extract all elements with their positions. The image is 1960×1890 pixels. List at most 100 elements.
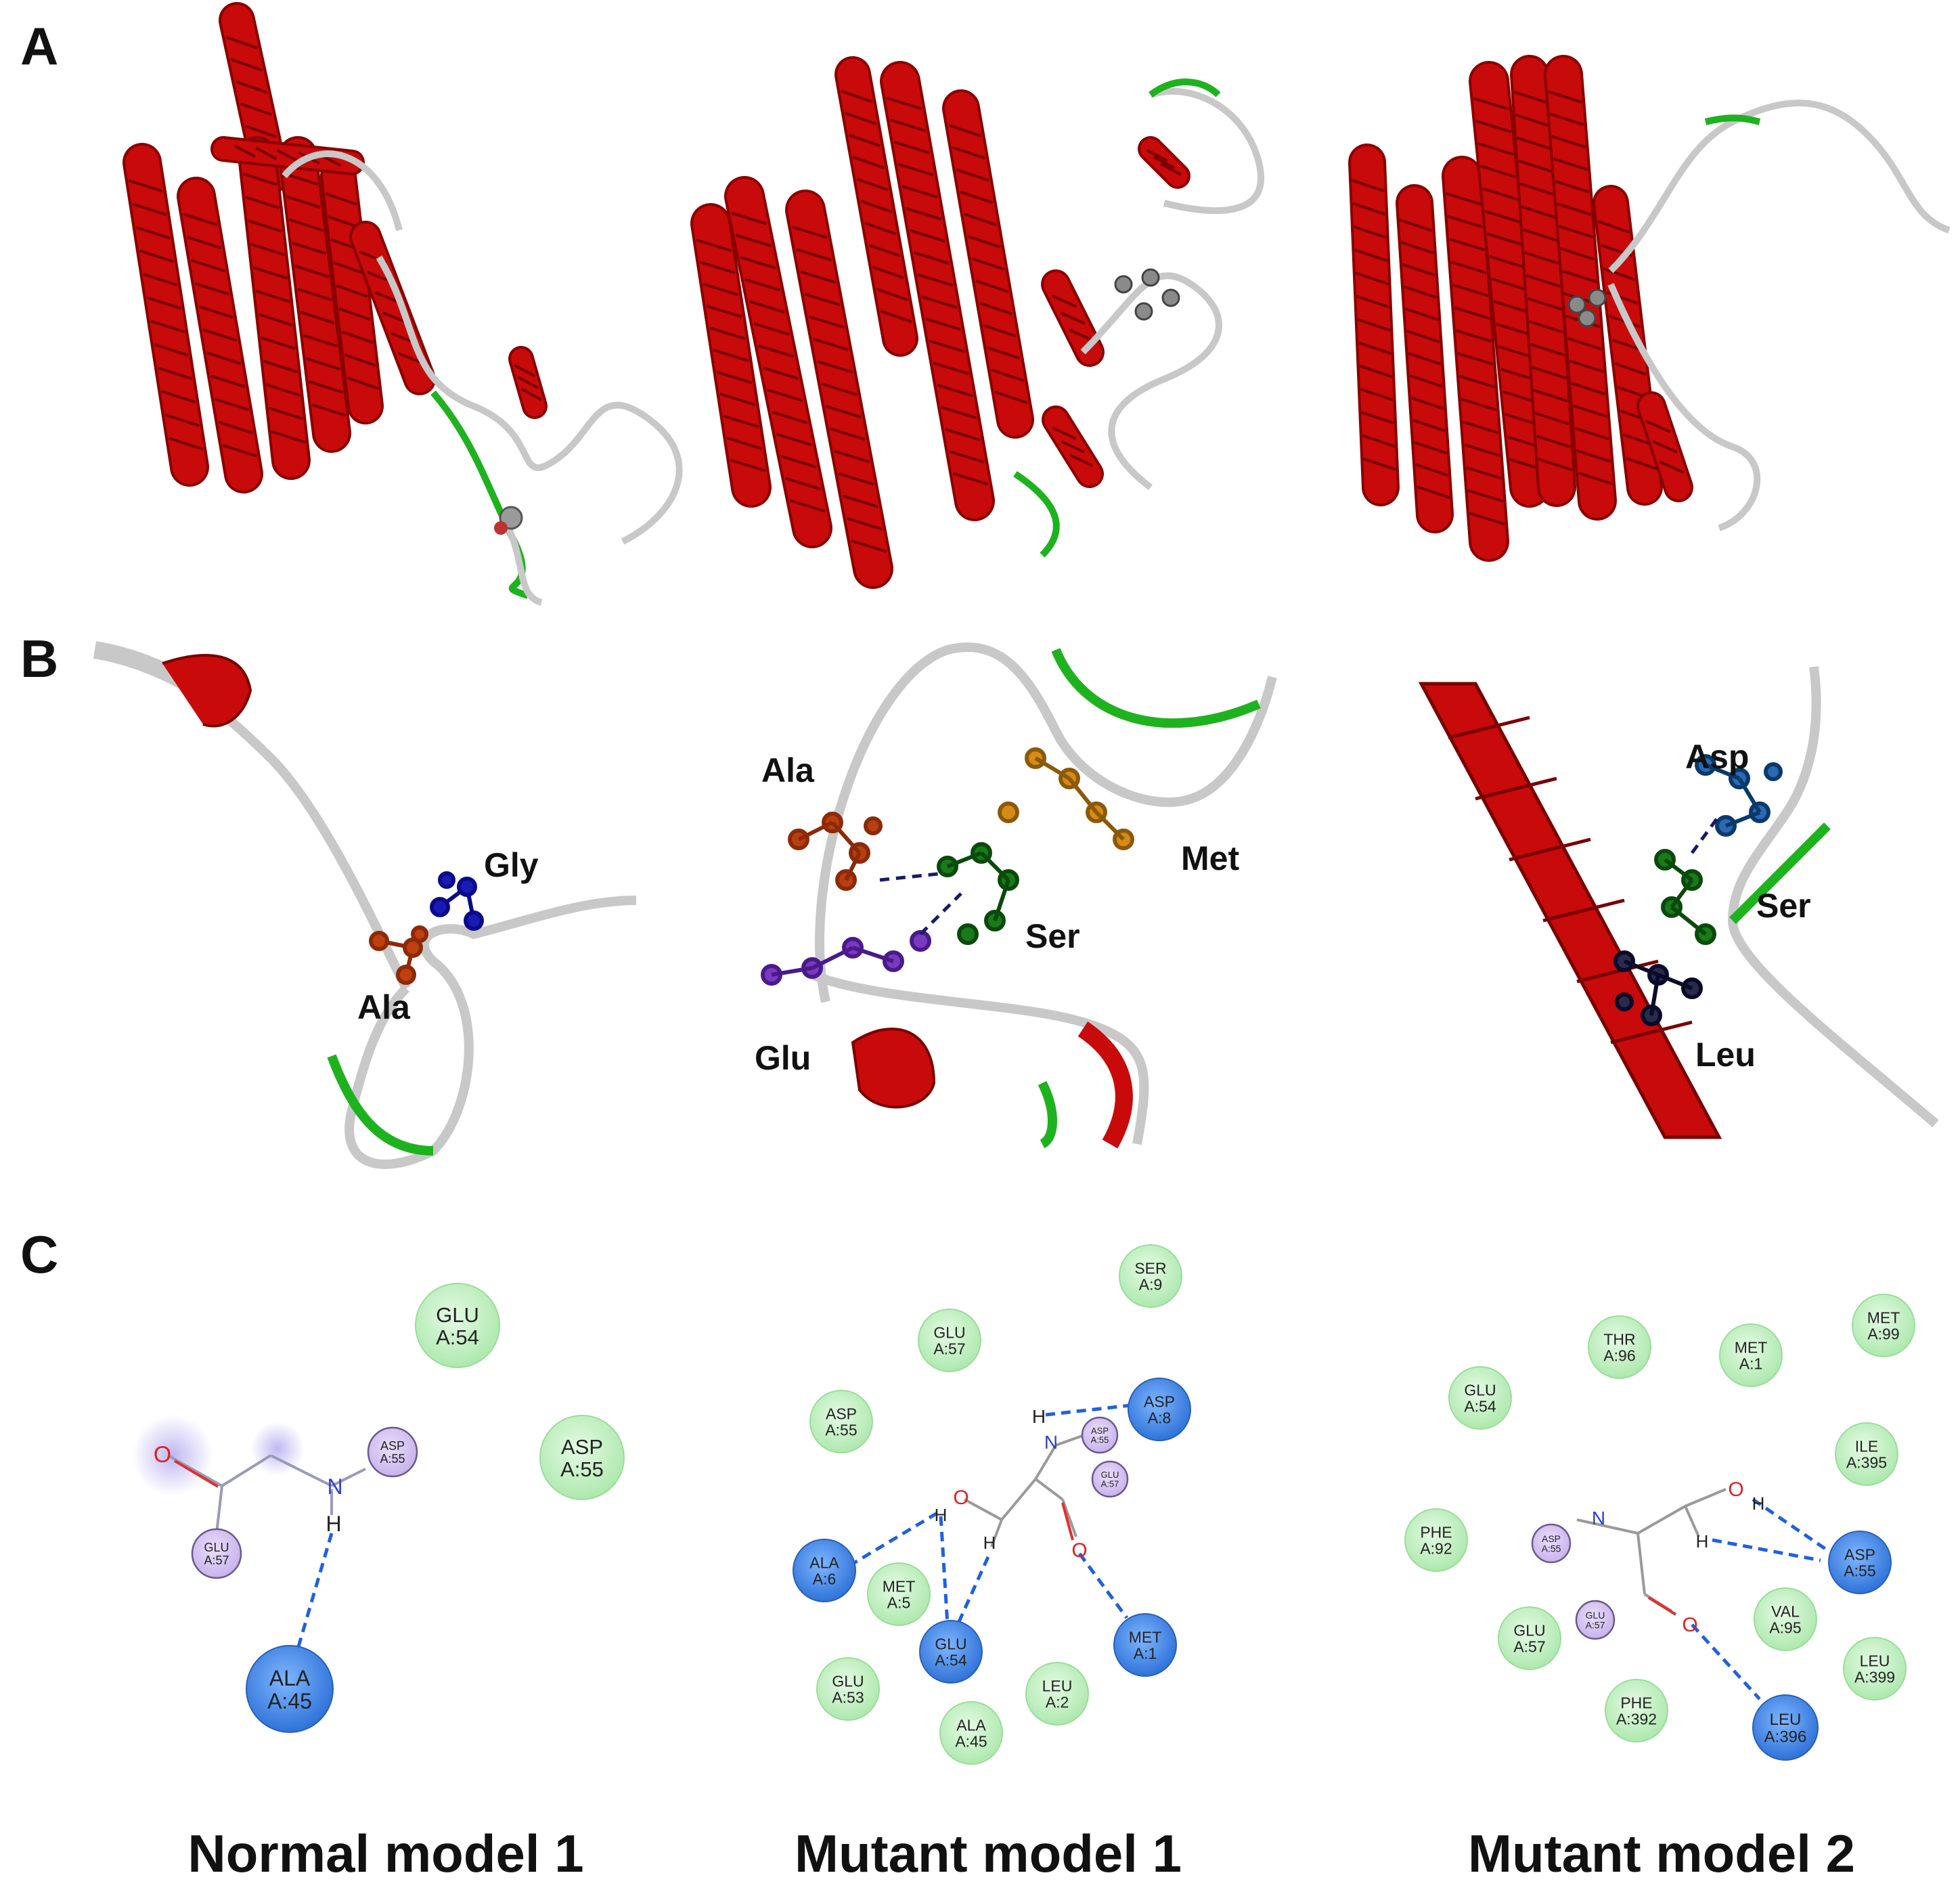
- atom-n: N: [1044, 1432, 1058, 1453]
- residue-id: A:8: [1148, 1409, 1172, 1427]
- helix: [1041, 269, 1105, 367]
- residue-label-asp: Asp: [1685, 738, 1749, 776]
- residue-name: GLU: [1586, 1610, 1605, 1621]
- residue-id: A:55: [825, 1422, 857, 1439]
- helix: [1544, 55, 1617, 521]
- residue-name: GLU: [935, 1635, 966, 1652]
- residue-name: ASP: [1542, 1533, 1561, 1544]
- helix: [1138, 136, 1190, 189]
- residue-id: A:45: [267, 1689, 312, 1713]
- residue-name: ASP: [1144, 1392, 1175, 1410]
- residue-id: A:57: [1513, 1638, 1545, 1656]
- panel-letter-b: B: [20, 629, 58, 688]
- helix: [349, 221, 436, 395]
- helix: [1396, 184, 1454, 533]
- residue-name: GLU: [1464, 1381, 1496, 1399]
- residue-label-ser: Ser: [1025, 917, 1080, 955]
- residue-id: A:55: [1091, 1435, 1109, 1445]
- residue-id: A:55: [380, 1452, 405, 1466]
- atom-o: O: [1728, 1478, 1743, 1501]
- residue-id: A:53: [832, 1689, 864, 1707]
- caption-normal-model-1: Normal model 1: [187, 1824, 583, 1883]
- residue-name: ALA: [809, 1554, 839, 1571]
- residue-id: A:55: [560, 1457, 604, 1481]
- atom-h: H: [1032, 1406, 1046, 1427]
- atom-h: H: [983, 1533, 996, 1553]
- residue-id: A:54: [436, 1325, 479, 1349]
- helix: [177, 177, 263, 493]
- residue-id: A:99: [1867, 1325, 1899, 1343]
- helix: [690, 203, 772, 508]
- helix: [122, 143, 209, 487]
- residue-name: MET: [1129, 1628, 1162, 1646]
- structure-mutant-model-1: [690, 56, 1265, 589]
- residue-id: A:9: [1139, 1276, 1163, 1294]
- residue-name: GLU: [1101, 1470, 1119, 1480]
- atom-o: O: [953, 1487, 968, 1509]
- helix: [942, 89, 1034, 439]
- residue-id: A:45: [955, 1733, 987, 1751]
- helix: [1348, 144, 1400, 506]
- residue-name: SER: [1134, 1259, 1166, 1277]
- residue-name: ASP: [1091, 1426, 1109, 1436]
- helix: [724, 176, 832, 548]
- caption-mutant-model-2: Mutant model 2: [1468, 1824, 1855, 1883]
- residue-id: A:6: [813, 1570, 837, 1588]
- helix: [1510, 55, 1576, 507]
- interaction-map-normal-model-1: O N H GLUA:54ASPA:55ASPA:55GLUA:57ALAA:4…: [132, 1283, 625, 1733]
- structure-mutant-model-2: [1348, 55, 1951, 562]
- panel-letter-c: C: [20, 1225, 58, 1284]
- atom-n: N: [327, 1474, 342, 1499]
- residue-id: A:55: [1542, 1543, 1561, 1554]
- residue-id: A:57: [1101, 1479, 1119, 1489]
- residue-label-leu: Leu: [1695, 1036, 1756, 1074]
- atom-h: H: [326, 1512, 341, 1536]
- residue-id: A:395: [1846, 1454, 1887, 1472]
- residue-label-gly: Gly: [484, 846, 539, 884]
- residue-name: ASP: [1844, 1545, 1875, 1563]
- residue-id: A:92: [1420, 1540, 1452, 1558]
- residue-id: A:57: [1586, 1620, 1605, 1631]
- atom-h: H: [1696, 1531, 1709, 1552]
- atom-n: N: [1592, 1508, 1605, 1529]
- residue-id: A:1: [1739, 1355, 1763, 1373]
- residue-label-ala: Ala: [357, 988, 411, 1026]
- residue-id: A:392: [1616, 1711, 1657, 1728]
- helix: [1592, 185, 1663, 506]
- residue-id: A:399: [1854, 1669, 1895, 1686]
- residue-id: A:57: [204, 1554, 229, 1567]
- residue-id: A:54: [935, 1652, 967, 1669]
- residue-name: GLU: [204, 1541, 229, 1554]
- residue-name: MET: [1735, 1338, 1768, 1356]
- atom-o: O: [1071, 1539, 1087, 1562]
- residue-name: LEU: [1770, 1711, 1802, 1729]
- atom-h: H: [935, 1505, 948, 1525]
- residue-id: A:54: [1464, 1398, 1496, 1415]
- residue-id: A:57: [933, 1340, 965, 1358]
- caption-mutant-model-1: Mutant model 1: [795, 1824, 1182, 1883]
- closeup-mutant-model-1: Ala Met Ser Glu: [755, 642, 1277, 1149]
- residue-name: MET: [1867, 1309, 1900, 1326]
